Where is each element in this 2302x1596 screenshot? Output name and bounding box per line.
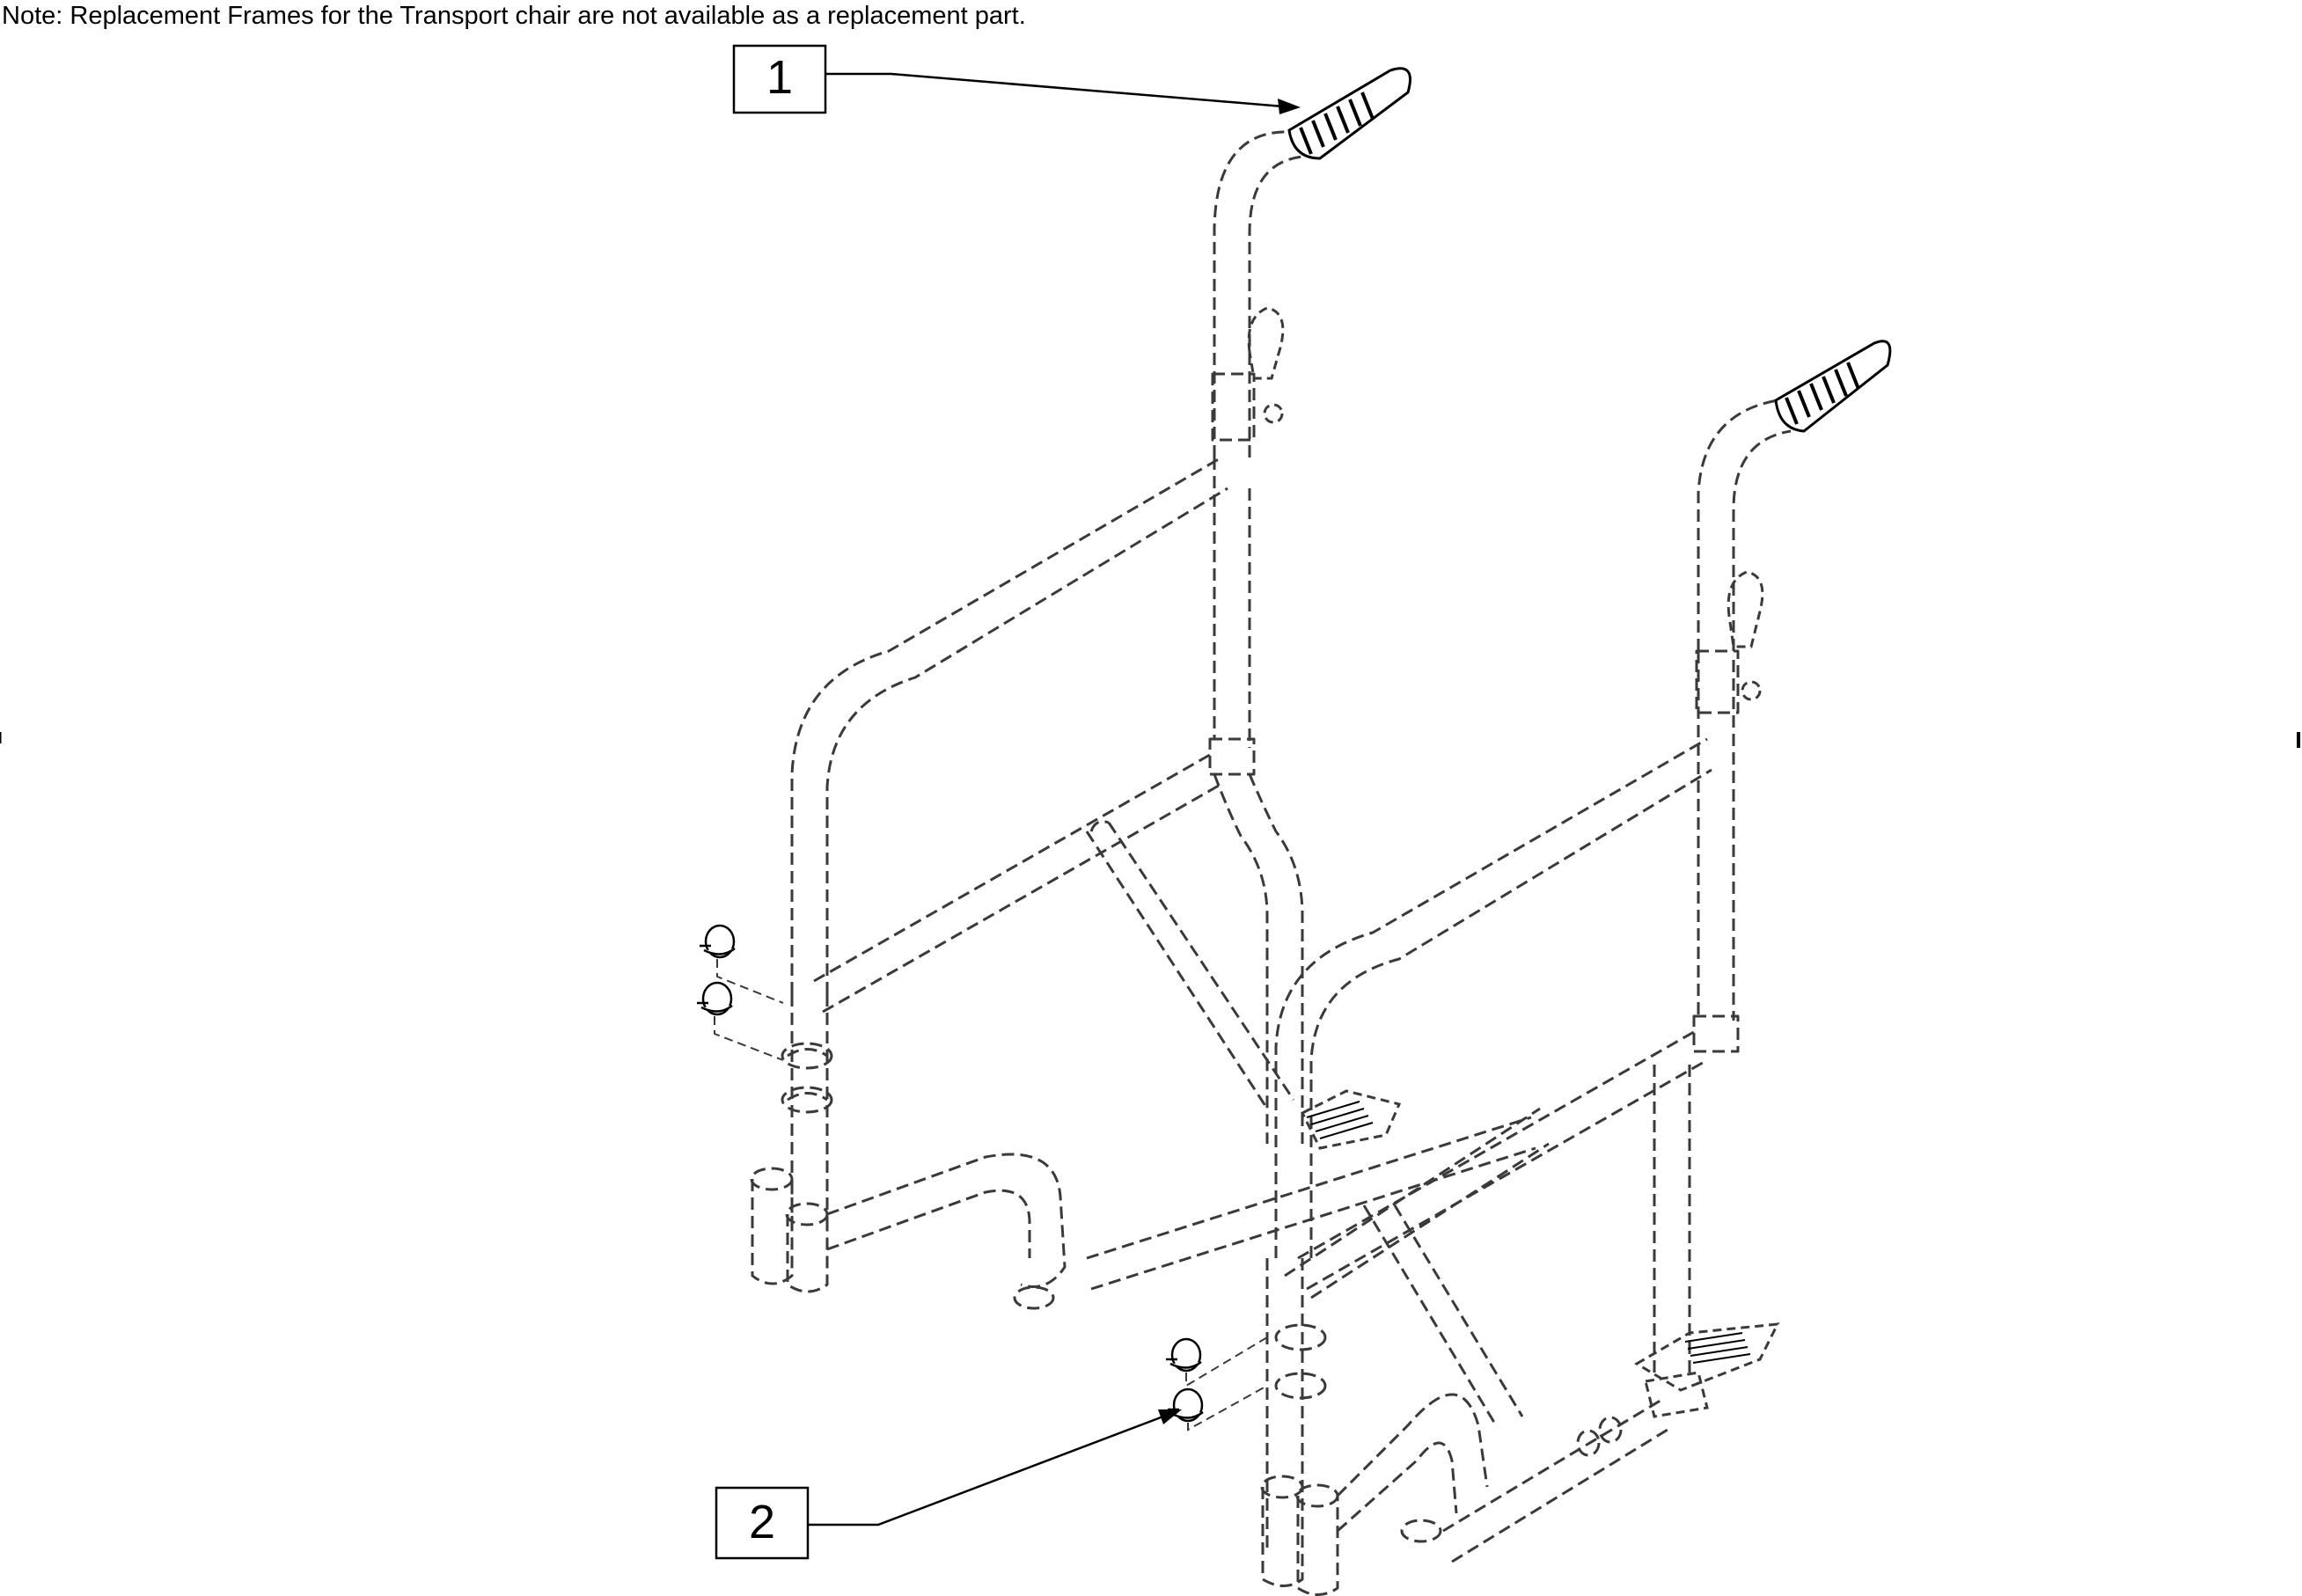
callout-2-label: 2	[749, 1496, 775, 1548]
knob-screw-lower-right	[1168, 1387, 1204, 1423]
brake-lever-left	[1247, 306, 1285, 424]
right-side-frame	[1260, 399, 1792, 1596]
footplate-right-tread	[1684, 1332, 1751, 1364]
knob-screw-upper-left	[700, 924, 736, 959]
callout-2-leader	[808, 1410, 1176, 1526]
handle-grip-right	[1774, 340, 1892, 433]
brake-lever-right	[1726, 570, 1764, 701]
footplate-left-tread	[1306, 1101, 1374, 1139]
callout-1: 1	[732, 44, 1301, 114]
callout-1-label: 1	[766, 51, 793, 104]
knob-screw-upper-right	[1166, 1337, 1202, 1373]
replacement-note: Note: Replacement Frames for the Transpo…	[2, 2, 1026, 30]
knob-alignment-lines	[714, 959, 1268, 1431]
callout-1-arrowhead	[1278, 99, 1301, 114]
callout-1-leader	[825, 72, 1294, 109]
footplate-right	[1634, 1322, 1780, 1418]
footplate-left	[1300, 1089, 1402, 1150]
left-side-frame	[750, 130, 1304, 1310]
cross-brace	[1085, 820, 1550, 1426]
callout-2: 2	[715, 1409, 1182, 1560]
knob-screw-lower-left	[697, 981, 733, 1016]
handle-grip-left	[1287, 67, 1411, 160]
callout-2-arrowhead	[1158, 1409, 1182, 1424]
